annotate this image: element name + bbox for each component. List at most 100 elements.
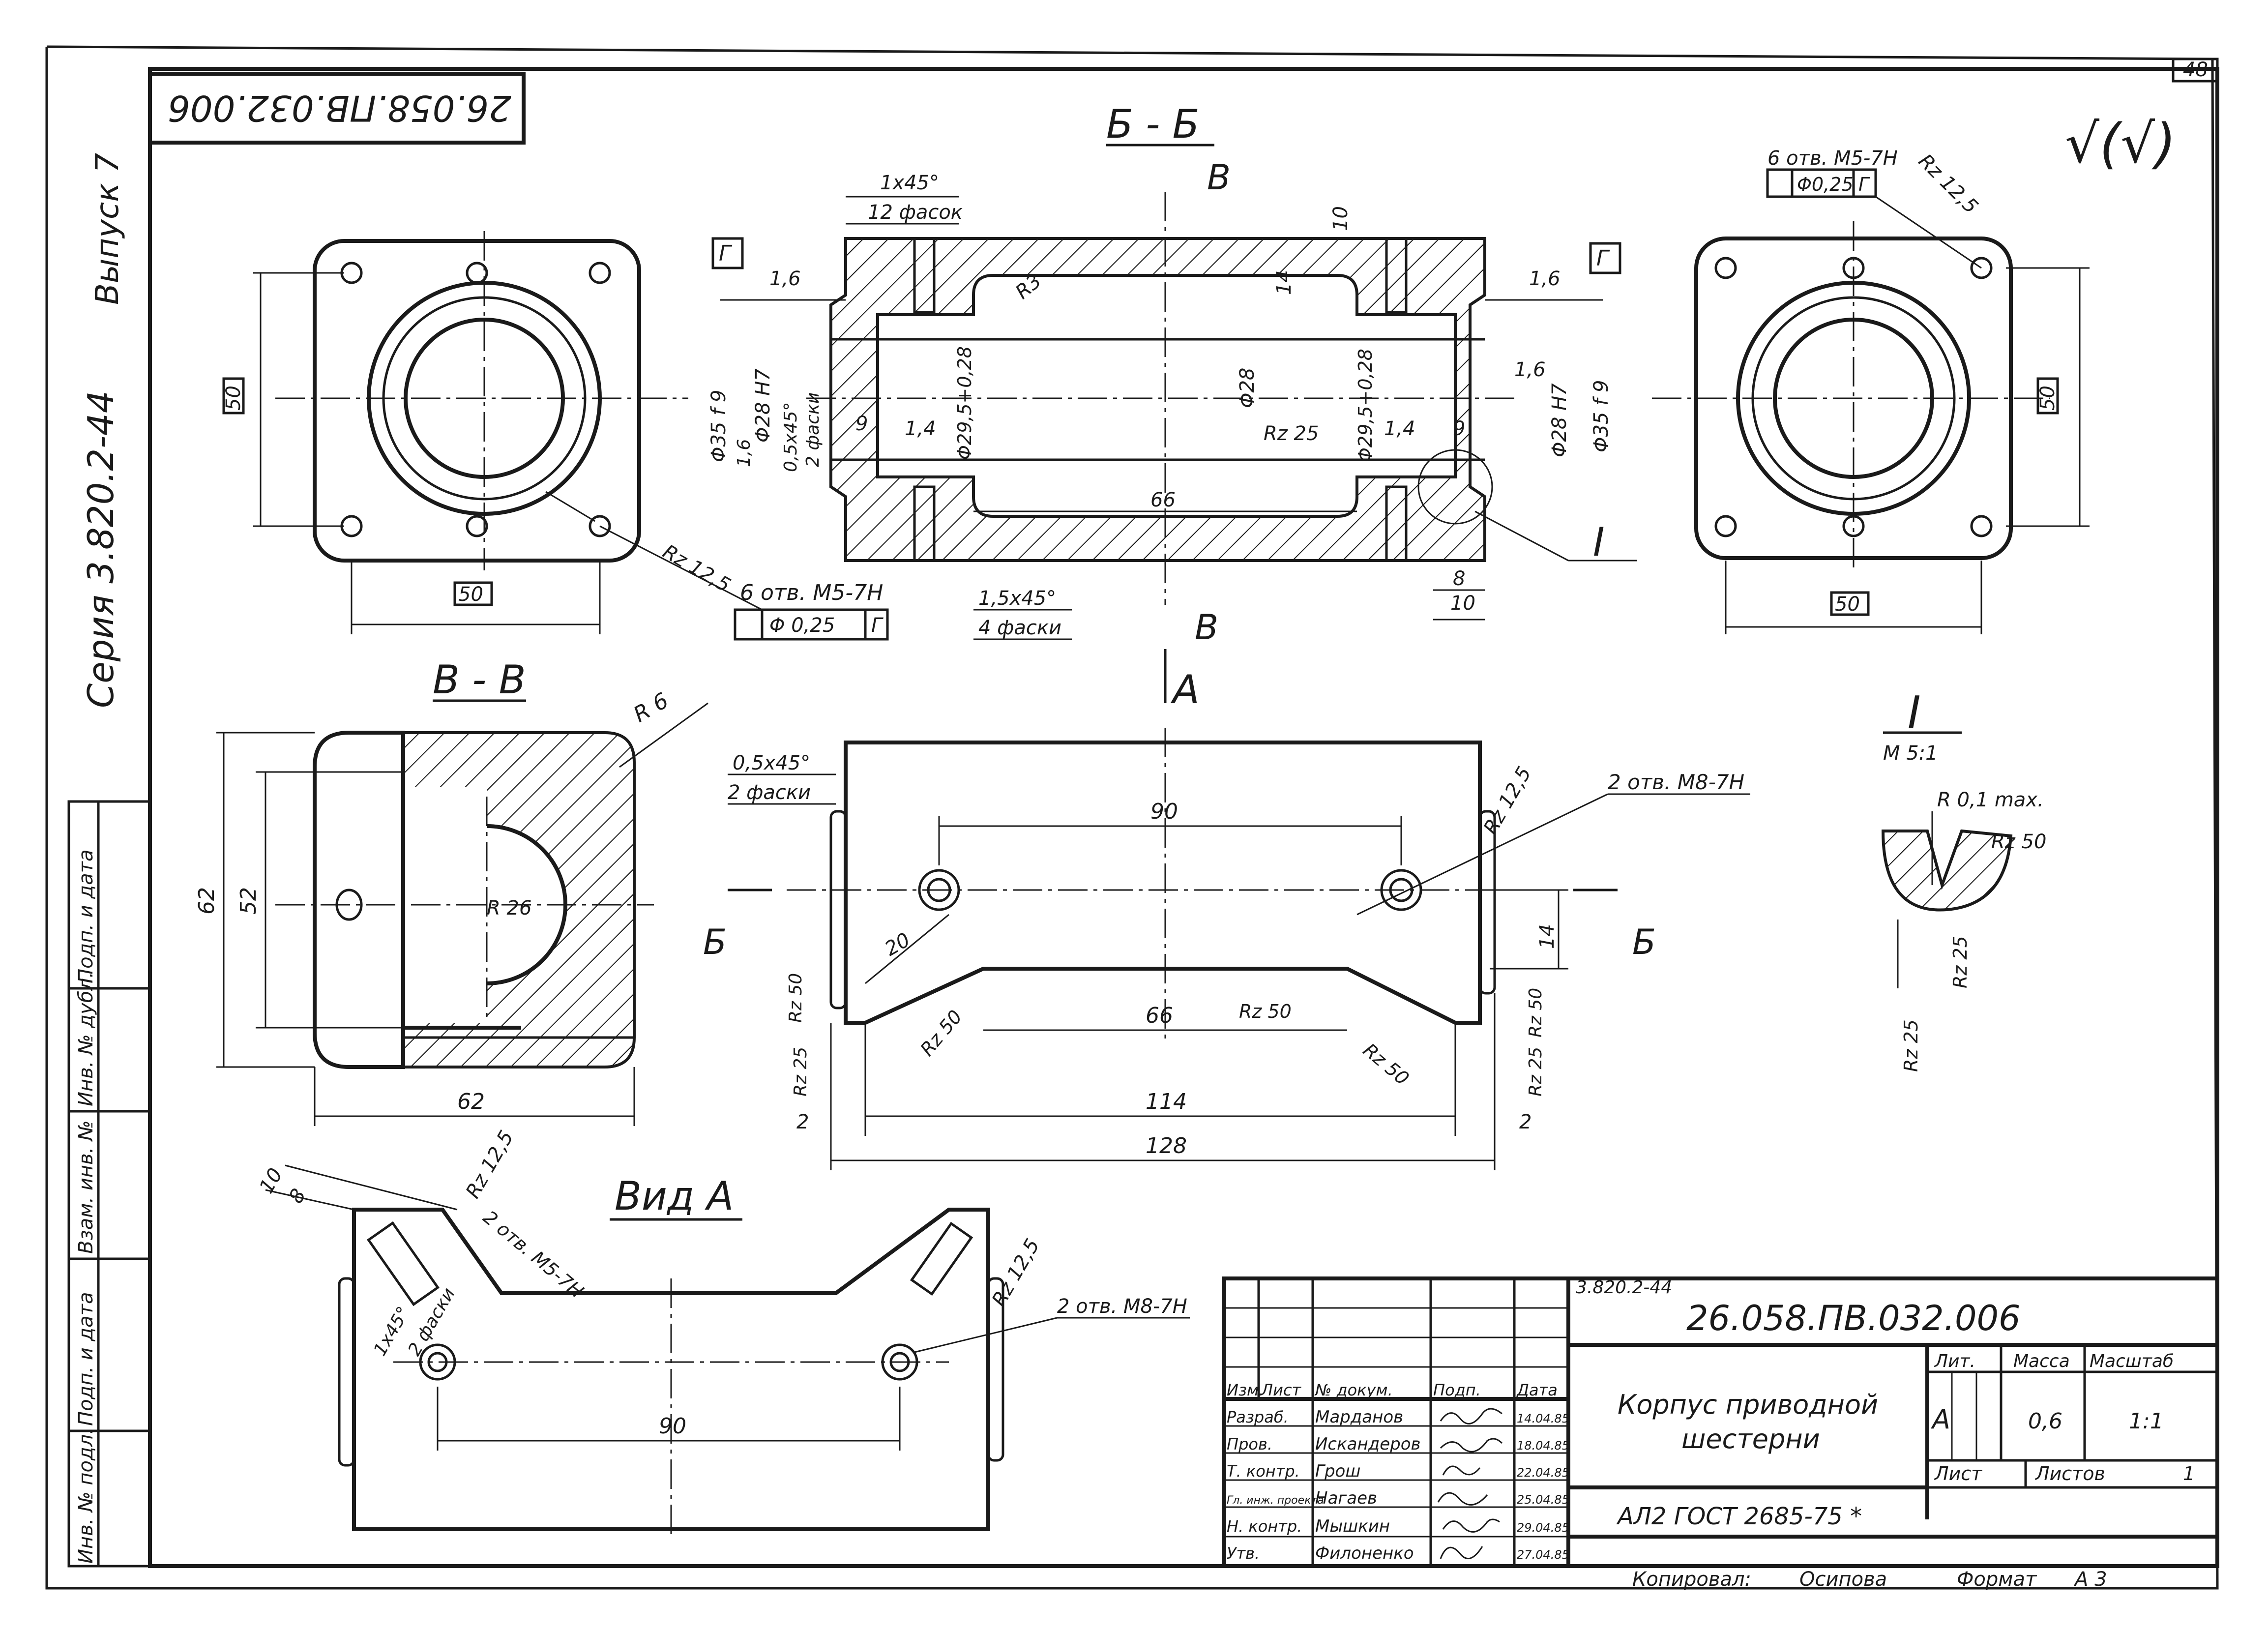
detail-i: I M 5:1 R 0,1 max. Rz 50 Rz 25 Rz 25 [1881,687,2046,1072]
front-holes: 2 отв. M8-7H [1608,770,1744,794]
tb-name-0: Марданов [1315,1407,1403,1427]
front-chamfer: 0,5x45° [733,752,810,774]
flange-right-dim-1: 50 [2036,386,2059,411]
tb-name-5: Филоненко [1315,1543,1414,1563]
vv-dim-62-vertical: 62 [194,887,219,915]
tb-format-label: Формат [1957,1568,2037,1591]
section-vv-title: В - В [433,657,526,703]
flange-right-datum: Г [1858,174,1870,195]
front-dim-90: 90 [1150,799,1178,824]
section-vv: В - В R 6 R 26 62 52 62 [194,657,708,1126]
tb-name-3: Нагаев [1315,1488,1377,1508]
tb-format-value: А 3 [2073,1568,2107,1591]
bb-dim-10-bottom: 10 [1450,592,1475,615]
left-margin-table: Инв. № подл. Подп. и дата Взам. инв. № И… [67,800,151,1568]
bb-d295-left: Φ29,5+0,28 [954,346,975,460]
bb-dim-14-left: 1,4 [905,417,936,440]
tb-date-3: 25.04.85 [1517,1493,1569,1507]
flange-view-right: 6 отв. M5-7H Φ0,25 Г Rz 12,5 50 50 [1652,147,2090,634]
tb-role-1: Пров. [1227,1435,1272,1454]
bb-detail-ref: I [1593,519,1605,565]
tb-sheets-value: 1 [2183,1463,2195,1484]
bb-dim-14-right: 1,4 [1384,417,1415,440]
flange-left-rz: Rz 12,5 [659,540,734,597]
tb-date-0: 14.04.85 [1517,1412,1569,1425]
tb-header-lit: Лит. [1934,1351,1975,1371]
flange-left-datum: Г [871,614,884,637]
front-dim-2-right: 2 [1519,1111,1532,1133]
bb-chamfer-small-count: 2 фаски [803,392,823,467]
series-label: Серия 3.820.2-44 [80,390,121,708]
section-bb: Б - Б 1x45° 12 фасок В В 10 14 R3 1,6 1,… [707,101,1637,648]
front-cut-b-left: Б [703,922,727,962]
bb-dim-66: 66 [1150,489,1176,511]
designation-stamp-text: 26.058.ПВ.032.006 [168,88,511,129]
tb-copied-label: Копировал: [1632,1568,1751,1591]
tb-name-2: Грош [1315,1461,1360,1481]
bb-dim-14: 14 [1273,270,1296,295]
front-rz50-right: Rz 50 [1526,988,1546,1038]
margin-label-4: Подп. и дата [75,850,97,983]
bb-chamfer: 1x45° [880,172,939,194]
front-cut-b-right: Б [1632,922,1656,962]
tb-date-1: 18.04.85 [1517,1439,1569,1453]
bolt-holes-left [340,262,611,537]
view-a-chamfer-count: 2 фаски [404,1284,459,1359]
flange-left-dim-2: 50 [458,583,483,606]
front-rz25-left: Rz 25 [791,1047,811,1097]
vv-dim-52: 52 [236,887,261,915]
front-rz25-right: Rz 25 [1526,1047,1546,1097]
issue-label: Выпуск 7 [89,153,126,305]
tb-date-4: 29.04.85 [1517,1521,1569,1535]
tb-header-mass: Масса [2013,1351,2070,1371]
signature-0 [1440,1408,1502,1424]
view-a: Вид А 10 8 Rz 12,5 2 отв. M5-7H 1x45° 2 … [255,1127,1190,1539]
signature-5 [1440,1546,1483,1559]
bb-d28: Φ28 [1236,368,1259,408]
tb-role-0: Разраб. [1227,1408,1289,1426]
bb-d28-left: Φ28 H7 [752,368,774,443]
front-dim-14: 14 [1536,924,1559,949]
tb-name-4: Мышкин [1315,1516,1390,1536]
title-block: Изм. Лист № докум. Подп. Дата Разраб. Ма… [1222,1276,2219,1591]
signature-4 [1442,1518,1500,1533]
tb-header-sheet: Лист [1934,1463,1983,1484]
front-dim-20: 20 [881,928,914,960]
tb-name-line2: шестерни [1681,1424,1820,1454]
tb-date-5: 27.04.85 [1517,1548,1569,1562]
bb-rough-left: 1,6 [769,267,801,290]
bb-chamfer-small: 0,5x45° [781,402,801,472]
view-a-holes-m8: 2 отв. M8-7H [1057,1295,1187,1318]
front-dim-66: 66 [1146,1003,1173,1028]
tb-role-5: Утв. [1227,1544,1260,1563]
front-view: А 0,5x45° 2 фаски Rz 12,5 2 отв. M8-7H 9… [703,649,1750,1170]
detail-i-rz50: Rz 50 [1991,831,2046,853]
designation-stamp: 26.058.ПВ.032.006 [148,72,526,145]
margin-label-1: Подп. и дата [75,1292,97,1426]
signature-3 [1437,1492,1488,1506]
front-rz50-bottom: Rz 50 [1239,1001,1292,1022]
tb-doc-series: 3.820.2-44 [1576,1277,1672,1298]
bb-chamfer-bottom: 1,5x45° [978,587,1056,610]
flange-right-dim-2: 50 [1835,593,1860,616]
front-dim-2-left: 2 [796,1111,809,1133]
front-rz50-slope-left: Rz 50 [916,1006,966,1060]
tb-header-list: Лист [1261,1381,1301,1399]
tb-name-line1: Корпус приводной [1618,1389,1878,1420]
detail-i-rz25-a: Rz 25 [1949,936,1971,988]
bb-rough-right-small: 1,6 [1514,358,1546,381]
tb-header-sign: Подп. [1433,1381,1481,1399]
tb-date-2: 22.04.85 [1517,1466,1569,1480]
bb-dim-9-right: 9 [1453,417,1465,440]
bb-cut-v-top: В [1207,157,1231,198]
tb-mass-value: 0,6 [2028,1409,2062,1434]
front-view-arrow-a: А [1170,667,1200,712]
bb-datum-right: Г [1596,246,1610,271]
margin-label-0: Инв. № подл. [75,1428,97,1564]
front-chamfer-count: 2 фаски [728,781,811,804]
tb-role-2: Т. контр. [1227,1462,1300,1481]
bb-datum-left: Г [719,241,733,266]
tb-header-izm: Изм. [1227,1381,1264,1399]
view-a-dim-10: 10 [255,1164,287,1197]
